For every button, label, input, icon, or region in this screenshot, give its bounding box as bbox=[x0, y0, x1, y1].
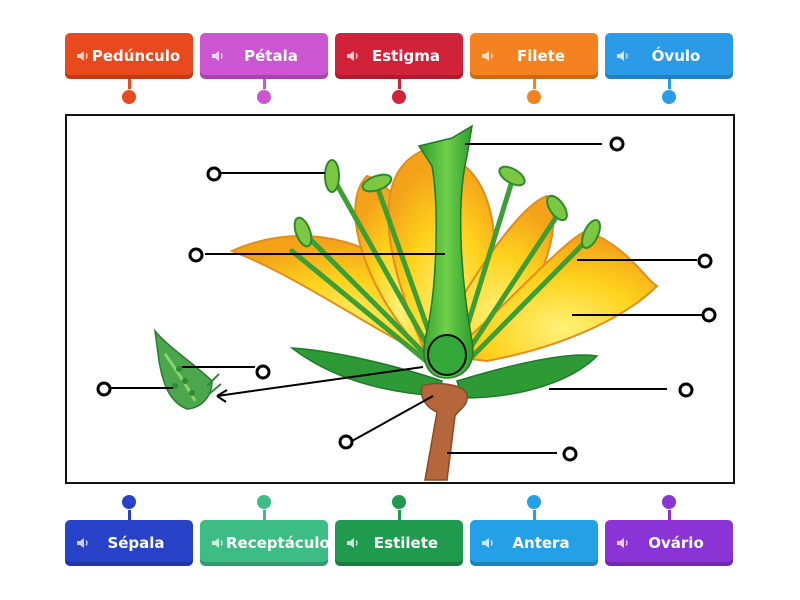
bottom-tile-5[interactable]: Ovário bbox=[605, 520, 733, 566]
speaker-icon[interactable] bbox=[210, 48, 226, 64]
top-tile-2[interactable]: Pétala bbox=[200, 33, 328, 79]
tile-label: Pedúnculo bbox=[91, 47, 181, 65]
top-tile-handle[interactable] bbox=[392, 90, 406, 104]
tile-label: Receptáculo bbox=[226, 534, 330, 552]
top-tile-handle[interactable] bbox=[257, 90, 271, 104]
bottom-tile-handle[interactable] bbox=[122, 495, 136, 509]
tile-label: Estilete bbox=[373, 534, 439, 552]
speaker-icon[interactable] bbox=[480, 48, 496, 64]
receptacle-and-peduncle bbox=[420, 382, 468, 481]
bottom-tile-connector bbox=[263, 510, 266, 520]
top-tile-4[interactable]: Filete bbox=[470, 33, 598, 79]
bottom-tile-4[interactable]: Antera bbox=[470, 520, 598, 566]
bottom-tile-handle[interactable] bbox=[527, 495, 541, 509]
bottom-tile-1[interactable]: Sépala bbox=[65, 520, 193, 566]
bottom-tile-connector bbox=[668, 510, 671, 520]
bottom-tile-connector bbox=[398, 510, 401, 520]
bottom-tile-handle[interactable] bbox=[662, 495, 676, 509]
bottom-tile-2[interactable]: Receptáculo bbox=[200, 520, 330, 566]
top-tile-handle[interactable] bbox=[662, 90, 676, 104]
pistil bbox=[417, 124, 474, 379]
tile-label: Sépala bbox=[107, 534, 165, 552]
tile-label: Ovário bbox=[648, 534, 704, 552]
bottom-tile-connector bbox=[533, 510, 536, 520]
target-stigma-slot bbox=[609, 136, 625, 152]
flower-illustration bbox=[96, 124, 717, 481]
target-petal-slot bbox=[701, 307, 717, 323]
label-targets[interactable] bbox=[96, 136, 717, 462]
top-tile-3[interactable]: Estigma bbox=[335, 33, 463, 79]
tile-label: Pétala bbox=[244, 47, 298, 65]
bottom-tile-connector bbox=[128, 510, 131, 520]
speaker-icon[interactable] bbox=[480, 535, 496, 551]
speaker-icon[interactable] bbox=[345, 535, 361, 551]
sepals bbox=[289, 347, 599, 399]
tile-label: Antera bbox=[512, 534, 570, 552]
tile-label: Estigma bbox=[372, 47, 440, 65]
speaker-icon[interactable] bbox=[75, 48, 91, 64]
tile-label: Filete bbox=[516, 47, 566, 65]
target-receptacle-slot bbox=[338, 434, 354, 450]
anthers bbox=[293, 159, 601, 249]
speaker-icon[interactable] bbox=[345, 48, 361, 64]
top-tile-connector bbox=[533, 79, 536, 89]
target-style-slot bbox=[188, 247, 204, 263]
target-ovule-slot bbox=[255, 364, 271, 380]
bottom-tile-handle[interactable] bbox=[392, 495, 406, 509]
top-tile-5[interactable]: Óvulo bbox=[605, 33, 733, 79]
pointer-lines bbox=[109, 143, 702, 454]
top-tile-connector bbox=[668, 79, 671, 89]
target-ovary-slot bbox=[96, 381, 112, 397]
speaker-icon[interactable] bbox=[615, 48, 631, 64]
target-sepal-slot bbox=[678, 382, 694, 398]
speaker-icon[interactable] bbox=[210, 535, 226, 551]
flower-diagram bbox=[65, 114, 735, 484]
top-tile-1[interactable]: Pedúnculo bbox=[65, 33, 193, 79]
tile-label: Óvulo bbox=[651, 47, 701, 65]
bottom-tile-handle[interactable] bbox=[257, 495, 271, 509]
target-filament-slot bbox=[697, 253, 713, 269]
top-tile-connector bbox=[398, 79, 401, 89]
stamens bbox=[289, 173, 592, 373]
target-peduncle-slot bbox=[562, 446, 578, 462]
ovary-detail bbox=[153, 328, 222, 410]
top-tile-handle[interactable] bbox=[527, 90, 541, 104]
bottom-tile-3[interactable]: Estilete bbox=[335, 520, 463, 566]
top-tile-connector bbox=[128, 79, 131, 89]
speaker-icon[interactable] bbox=[75, 535, 91, 551]
speaker-icon[interactable] bbox=[615, 535, 631, 551]
target-anther-slot bbox=[206, 166, 222, 182]
top-tile-connector bbox=[263, 79, 266, 89]
top-tile-handle[interactable] bbox=[122, 90, 136, 104]
